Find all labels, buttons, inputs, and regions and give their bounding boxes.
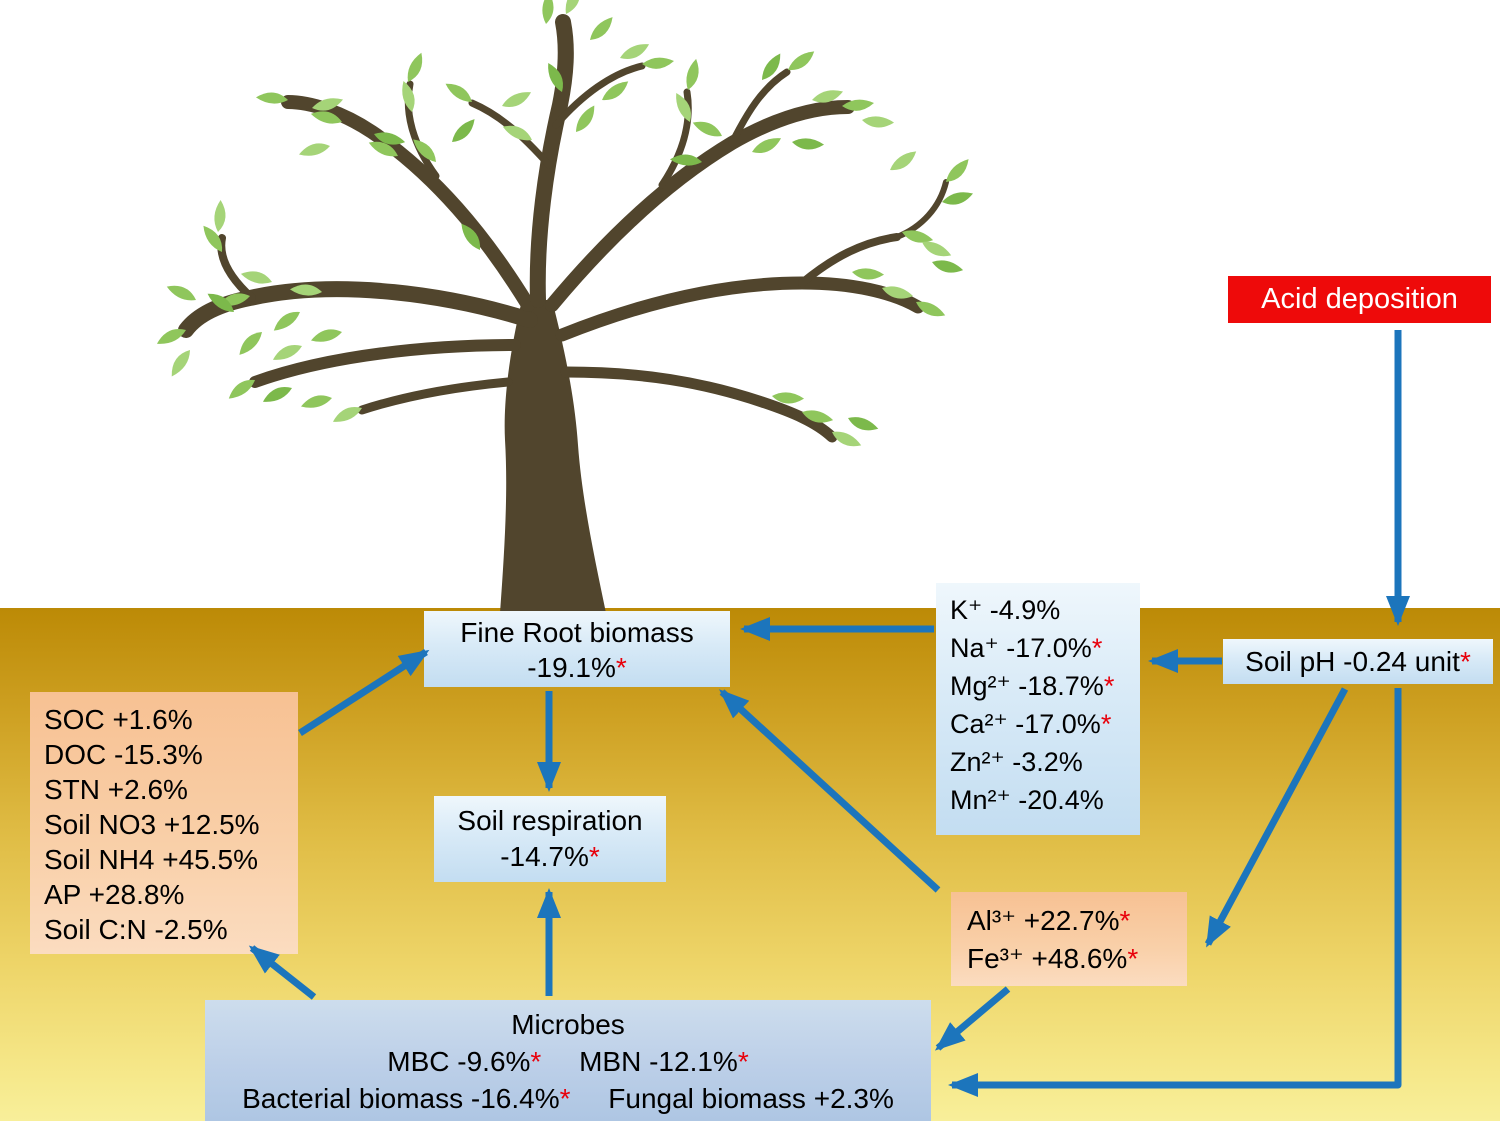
soil-chem-line: AP +28.8% [44,879,185,910]
significance-star: * [1103,671,1115,701]
soil-chem-line: SOC +1.6% [44,704,193,735]
bacterial-biomass-value: Bacterial biomass -16.4%* [242,1083,571,1114]
acid-deposition-label: Acid deposition [1261,283,1458,315]
tree-leaves-dark [205,51,975,436]
acid-deposition-box: Acid deposition [1228,276,1491,323]
significance-star: * [1091,633,1103,663]
significance-star: * [530,1046,542,1077]
significance-star: * [588,841,600,872]
mbc-value: MBC -9.6%* [387,1046,542,1077]
tree-leaves [154,0,974,428]
cation-line: Zn²⁺ -3.2% [950,747,1083,777]
fine-root-biomass-box: Fine Root biomass -19.1%* [424,611,730,687]
significance-star: * [559,1083,571,1114]
soil-respiration-box: Soil respiration -14.7%* [434,796,666,882]
soil-chem-line: DOC -15.3% [44,739,203,770]
fine-root-value: -19.1%* [527,652,627,683]
microbes-box: Microbes MBC -9.6%* MBN -12.1%* Bacteria… [205,1000,931,1121]
soil-respiration-value: -14.7%* [500,841,600,872]
significance-star: * [1459,646,1471,677]
microbes-mbc-mbn: MBC -9.6%* MBN -12.1%* [205,1043,931,1080]
soil-chem-line: Soil C:N -2.5% [44,914,228,945]
microbes-title: Microbes [511,1009,625,1040]
significance-star: * [1100,709,1112,739]
fine-root-title: Fine Root biomass [460,617,694,648]
tree-leaves-light [165,0,953,453]
significance-star: * [737,1046,749,1077]
metal-line: Al³⁺ +22.7%* [967,905,1131,936]
metals-box: Al³⁺ +22.7%* Fe³⁺ +48.6%* [951,892,1187,986]
cation-line: Ca²⁺ -17.0%* [950,709,1112,739]
fungal-biomass-value: Fungal biomass +2.3% [608,1083,894,1114]
soil-chem-line: Soil NO3 +12.5% [44,809,260,840]
cations-box: K⁺ -4.9% Na⁺ -17.0%* Mg²⁺ -18.7%* Ca²⁺ -… [936,583,1140,835]
soil-ph-box: Soil pH -0.24 unit* [1223,639,1493,684]
metal-line: Fe³⁺ +48.6%* [967,943,1139,974]
soil-respiration-title: Soil respiration [457,805,643,836]
cation-line: Na⁺ -17.0%* [950,633,1103,663]
cation-line: Mn²⁺ -20.4% [950,785,1104,815]
soil-chem-line: Soil NH4 +45.5% [44,844,259,875]
significance-star: * [1127,943,1139,974]
soil-chem-line: STN +2.6% [44,774,188,805]
significance-star: * [1119,905,1131,936]
significance-star: * [615,652,627,683]
soil-chemistry-box: SOC +1.6% DOC -15.3% STN +2.6% Soil NO3 … [30,692,298,954]
cation-line: K⁺ -4.9% [950,595,1061,625]
mbn-value: MBN -12.1%* [579,1046,749,1077]
cation-line: Mg²⁺ -18.7%* [950,671,1115,701]
microbes-biomass: Bacterial biomass -16.4%* Fungal biomass… [205,1080,931,1117]
tree-branches [178,14,949,443]
tree-trunk [500,300,606,613]
soil-ph-value: Soil pH -0.24 unit [1245,646,1460,677]
